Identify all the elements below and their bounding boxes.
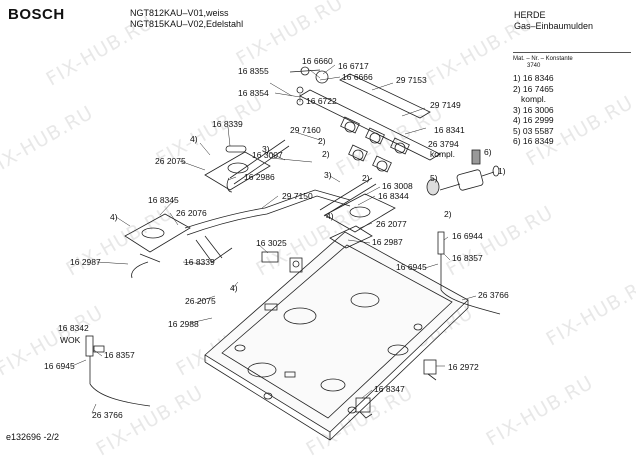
part-label: 2): [318, 136, 326, 146]
part-label: 16 3007: [252, 150, 283, 160]
part-label: 16 6717: [338, 61, 369, 71]
legend-item: kompl.: [521, 94, 547, 104]
gas-tap: [340, 116, 410, 173]
part-label: 16 6666: [342, 72, 373, 82]
part-label: 16 2972: [448, 362, 479, 372]
legend-item: 2) 16 7465: [513, 83, 554, 94]
part-label: 2): [362, 173, 370, 183]
part-label: 29 7153: [396, 75, 427, 85]
part-label: 29 7150: [282, 191, 313, 201]
ignition-electrode: [85, 335, 94, 357]
part-label: 16 8345: [148, 195, 179, 205]
part-label: WOK: [60, 335, 81, 345]
model-line: NGT812KAU–V01,weiss: [130, 8, 229, 18]
part-label: 16 8339: [212, 119, 243, 129]
part-label: 4): [190, 134, 198, 144]
part-label: 4): [230, 283, 238, 293]
legend-item: 6) 16 8349: [513, 136, 554, 146]
gas-regulator: [426, 149, 500, 196]
part-label: 16 6722: [306, 96, 337, 106]
model-list: NGT812KAU–V01,weiss NGT815KAU–V02,Edelst…: [130, 8, 243, 30]
part-label: 2): [444, 209, 452, 219]
part-label: 16 8357: [104, 350, 135, 360]
part-label: 16 8339: [184, 257, 215, 267]
legend-header: 3740: [527, 63, 541, 69]
part-label: 16 2988: [168, 319, 199, 329]
legend-item: 1) 16 8346: [513, 73, 554, 83]
part-label: 16 8342: [58, 323, 89, 333]
gas-pipe: [184, 189, 351, 229]
part-label: 16 8355: [238, 66, 269, 76]
legend-item: 5) 03 5587: [513, 125, 554, 136]
part-label: 3): [262, 144, 270, 154]
burner-cup: [124, 213, 191, 263]
part-label: 26 2075: [155, 156, 186, 166]
exploded-view-drawing: 16 8355 16 6660 16 6717 16 6666 29 7153 …: [44, 56, 509, 441]
part-label: 26 2075: [185, 296, 216, 306]
burner-cup: [324, 193, 396, 233]
part-label: kompl.: [430, 149, 455, 159]
model-line: NGT815KAU–V02,Edelstahl: [130, 19, 244, 29]
part-label: 16 3025: [256, 238, 287, 248]
part-label: 5): [430, 173, 438, 183]
part-label: 16 2987: [372, 237, 403, 247]
part-label: 29 7149: [430, 100, 461, 110]
cable-clip: [355, 397, 371, 413]
part-label: 6): [484, 147, 492, 157]
part-label: 16 8357: [452, 253, 483, 263]
part-label: 29 7160: [290, 125, 321, 135]
part-label: 16 2987: [70, 257, 101, 267]
burner-cup: [204, 145, 271, 191]
part-label: 16 6945: [44, 361, 75, 371]
cable-clip: [423, 359, 437, 375]
part-label: 16 2986: [244, 172, 275, 182]
part-label: 16 6944: [452, 231, 483, 241]
part-label: 16 8347: [374, 384, 405, 394]
base-frame-inner: [221, 244, 453, 419]
part-label: 16 8354: [238, 88, 269, 98]
part-label: 26 2077: [376, 219, 407, 229]
part-label: 26 3794: [428, 139, 459, 149]
ignition-electrode: [437, 231, 445, 255]
legend-header: Mat. – Nr. – Konstante: [513, 56, 573, 62]
legend-item: 3) 16 3006: [513, 104, 554, 115]
part-label: 16 3008: [382, 181, 413, 191]
part-label: 3): [324, 170, 332, 180]
part-label: 16 8344: [378, 191, 409, 201]
part-label: 26 3766: [92, 410, 123, 420]
part-label: 26 3766: [478, 290, 509, 300]
parts-legend: Mat. – Nr. – Konstante 3740 1) 16 8346 2…: [513, 52, 631, 147]
part-label: 16 6945: [396, 262, 427, 272]
part-label: 16 8341: [434, 125, 465, 135]
part-label: 16 6660: [302, 56, 333, 66]
category-label: HERDE Gas–Einbaumulden: [514, 10, 593, 32]
part-label: 26 2076: [176, 208, 207, 218]
part-label: 4): [110, 212, 118, 222]
part-label: 2): [322, 149, 330, 159]
part-label: 1): [498, 166, 506, 176]
category-line: Gas–Einbaumulden: [514, 21, 594, 31]
legend-item: 4) 16 2999: [513, 115, 554, 125]
base-frame: [204, 231, 469, 433]
document-id: e132696 -2/2: [6, 432, 60, 442]
brand-logo: BOSCH: [8, 6, 65, 23]
part-label: 4): [326, 211, 334, 221]
category-line: HERDE: [514, 10, 546, 20]
connector-block: [261, 251, 303, 273]
gas-manifold: [299, 89, 441, 161]
